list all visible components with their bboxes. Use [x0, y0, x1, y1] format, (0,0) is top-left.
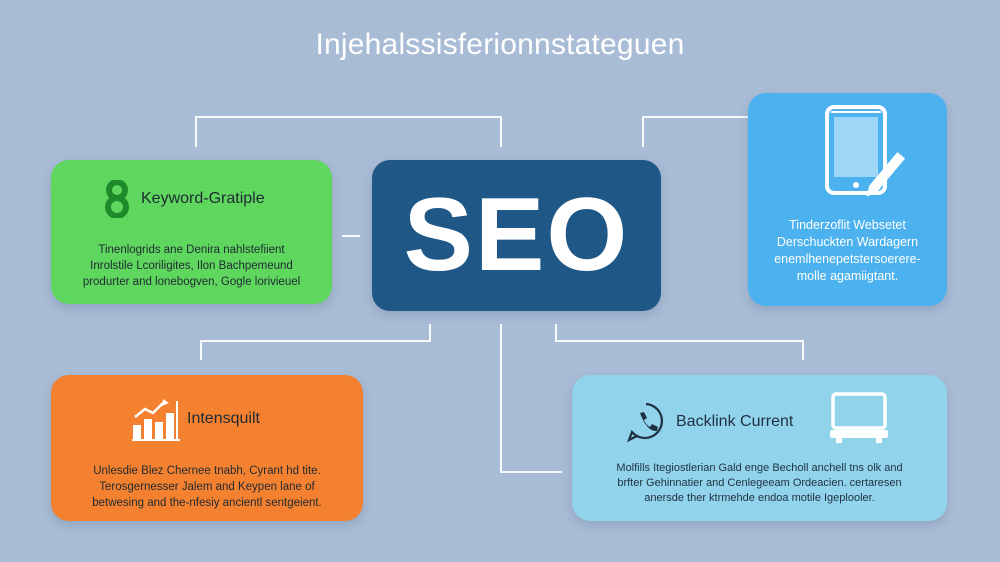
- mobile-line-2: Derschuckten Wardagern: [776, 235, 919, 249]
- seo-center-box: SEO: [372, 160, 661, 311]
- seo-label: SEO: [403, 177, 630, 293]
- bar-chart-growth-icon: [132, 399, 180, 441]
- smartphone-pen-icon: [825, 105, 906, 197]
- phone-circle-icon: [626, 402, 663, 443]
- backlink-card: Backlink Current Molfills Itegiostlerian…: [572, 375, 947, 521]
- backlink-line-2: brfter Gehinnatier and Cenlegeeam Ordeac…: [617, 477, 902, 489]
- connector-center-down: [500, 324, 562, 473]
- monitor-icon: [830, 392, 888, 443]
- keyword-line-3: produrter and lonebogven, Gogle lorivieu…: [82, 276, 301, 288]
- intensquilt-card-body: Unlesdie Blez Chernee tnabh, Cyrant hd t…: [63, 463, 351, 511]
- intensquilt-line-1: Unlesdie Blez Chernee tnabh, Cyrant hd t…: [93, 465, 321, 477]
- intensquilt-card: Intensquilt Unlesdie Blez Chernee tnabh,…: [51, 375, 363, 521]
- backlink-line-1: Molfills Itegiostlerian Gald enge Bechol…: [616, 462, 903, 474]
- backlink-line-3: anersde ther ktrmehde endoa motile Igepl…: [644, 492, 875, 504]
- keyword-card: Keyword-Gratiple Tinenlogrids ane Denira…: [51, 160, 332, 304]
- intensquilt-line-3: betwesing and the-nfesiy ancientl sentge…: [92, 497, 322, 509]
- keyword-line-2: Inrolstile Lcoriligites, Ilon Bachpemeun…: [90, 260, 293, 272]
- mobile-card-body: Tinderzoflit Websetet Derschuckten Warda…: [756, 217, 939, 285]
- intensquilt-card-title: Intensquilt: [187, 410, 260, 427]
- connector-top-bracket: [195, 116, 502, 147]
- mobile-line-1: Tinderzoflit Websetet: [789, 218, 906, 232]
- backlink-card-body: Molfills Itegiostlerian Gald enge Bechol…: [592, 461, 927, 506]
- mobile-line-4: molle agamiigtant.: [796, 269, 899, 283]
- diagram-title: Injehalssisferionnstateguen: [315, 28, 685, 61]
- keyword-card-body: Tinenlogrids ane Denira nahlstefiient In…: [61, 242, 322, 290]
- mobile-line-3: enemlhenepetstersoerere-: [774, 252, 921, 266]
- keyword-line-1: Tinenlogrids ane Denira nahlstefiient: [98, 244, 285, 256]
- backlink-card-title: Backlink Current: [676, 413, 794, 430]
- intensquilt-line-2: Terosgernesser Jalem and Keypen lane of: [99, 481, 315, 493]
- mobile-card: Tinderzoflit Websetet Derschuckten Warda…: [748, 93, 947, 306]
- connector-left-bracket: [200, 324, 431, 360]
- connector-right-bracket: [555, 324, 804, 360]
- number-eight-icon: [105, 180, 129, 218]
- keyword-card-title: Keyword-Gratiple: [141, 190, 265, 207]
- connector-top-right: [642, 116, 768, 147]
